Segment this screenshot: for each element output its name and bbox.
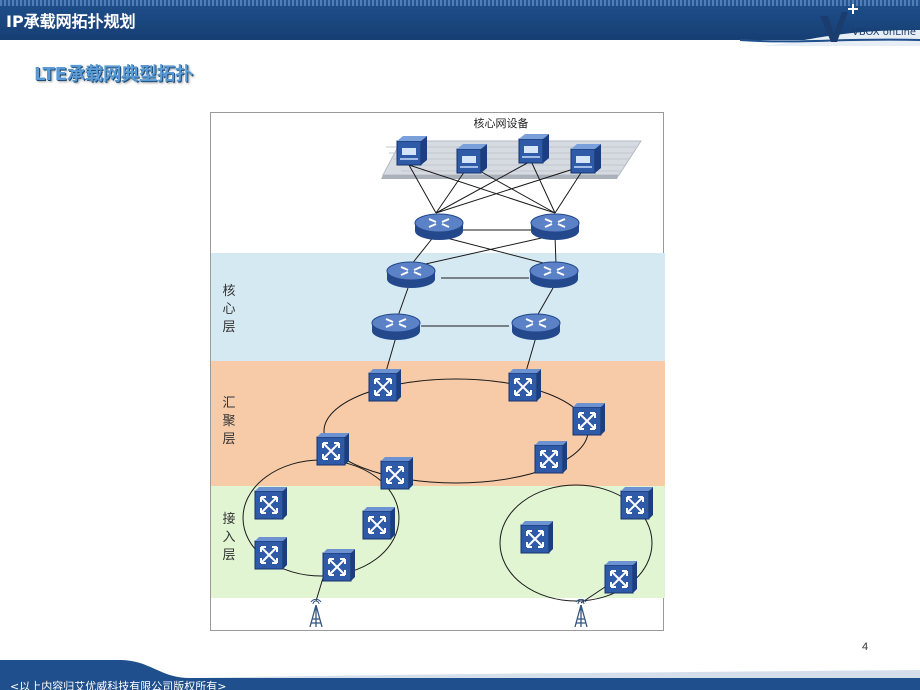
base-station-tower-icon [574, 598, 588, 628]
header-pattern [0, 0, 920, 6]
aggregation-switch-icon [368, 368, 402, 402]
svg-text:接: 接 [222, 511, 235, 527]
access-switch-icon [322, 548, 356, 582]
footer-bar [0, 660, 920, 690]
network-topology-diagram: 核 心 层 汇 聚 层 接 入 层 核心网设备 [210, 112, 665, 631]
server-icon [570, 143, 602, 174]
router-icon [386, 261, 436, 289]
header-bar: IP承载网拓扑规划 [0, 0, 920, 40]
access-layer-label: 接 入 层 [222, 511, 235, 563]
core-equipment-label: 核心网设备 [474, 116, 529, 130]
aggregation-switch-icon [316, 432, 350, 466]
server-icon [456, 143, 488, 174]
logo-text: VBOX onLine [852, 27, 917, 38]
svg-text:层: 层 [222, 320, 235, 335]
svg-text:入: 入 [222, 530, 235, 545]
access-switch-icon [620, 486, 654, 520]
vbox-logo-icon [820, 4, 858, 42]
aggregation-switch-icon [572, 402, 606, 436]
router-icon [511, 313, 561, 341]
aggregation-layer-label: 汇 聚 层 [222, 396, 235, 447]
topology-svg: 核 心 层 汇 聚 层 接 入 层 核心网设备 [211, 116, 665, 628]
base-station-tower-icon [309, 598, 323, 628]
footer-copyright: <以上内容归艾优威科技有限公司版权所有> [10, 680, 227, 690]
core-layer-band [211, 253, 665, 361]
access-switch-icon [362, 506, 396, 540]
svg-text:层: 层 [222, 432, 235, 447]
svg-text:层: 层 [222, 548, 235, 563]
access-switch-icon [254, 486, 288, 520]
header-title: IP承载网拓扑规划 [6, 12, 136, 31]
server-icon [518, 133, 550, 164]
router-icon [371, 313, 421, 341]
access-switch-icon [254, 536, 288, 570]
aggregation-switch-icon [508, 368, 542, 402]
svg-text:心: 心 [222, 302, 235, 317]
router-icon [529, 261, 579, 289]
router-icon [530, 213, 580, 241]
access-switch-icon [520, 520, 554, 554]
core-layer-label: 核 心 层 [222, 284, 235, 335]
svg-text:聚: 聚 [222, 414, 235, 429]
server-icon [396, 135, 428, 166]
access-switch-icon [604, 560, 638, 594]
logo-wave-decoration [739, 30, 920, 46]
slide-title: LTE承载网典型拓扑 [34, 64, 194, 85]
aggregation-switch-icon [380, 456, 414, 490]
svg-text:汇: 汇 [222, 396, 235, 411]
router-icon [414, 213, 464, 241]
page-number: 4 [862, 641, 869, 653]
svg-text:核: 核 [222, 284, 235, 299]
aggregation-switch-icon [534, 440, 568, 474]
